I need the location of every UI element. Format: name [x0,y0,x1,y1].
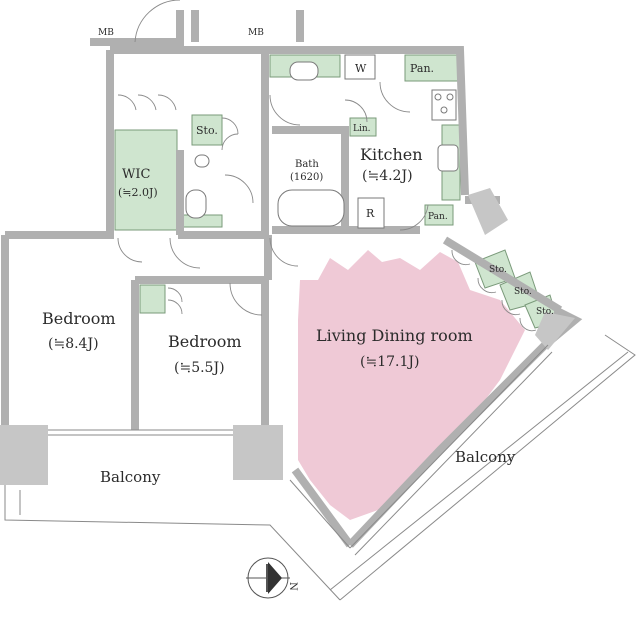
compass-icon: N [246,557,298,599]
bath-size: (1620) [290,172,323,183]
kitchen-label: Kitchen [360,145,423,164]
wall-block-kitchen [468,188,508,235]
wic-size: (≒2.0J) [118,186,158,199]
kitchen-size: (≒4.2J) [362,168,413,184]
balcony-left-label: Balcony [100,468,161,486]
fridge-label: R [366,207,375,220]
door-swings [117,0,537,332]
wall-block-mid [233,425,283,480]
bedroom2-label: Bedroom [168,332,242,351]
bedroom1-size: (≒8.4J) [48,336,99,352]
bedroom2-closet [139,284,166,314]
mb-left-label: MB [98,28,114,38]
hand-basin [194,154,210,168]
linen-label: Lin. [353,124,371,134]
wic-shelving [114,129,178,231]
sto-hall-box [191,114,223,146]
sto-1-label: Sto. [489,265,507,275]
walls [1,10,583,548]
bedroom1-label: Bedroom [42,309,116,328]
toilet [185,189,207,219]
wall-block-corner [535,312,575,350]
bedroom2-size: (≒5.5J) [174,360,225,376]
living-size: (≒17.1J) [360,354,419,370]
wall-block-left [0,425,48,485]
living-label: Living Dining room [316,326,473,345]
pantry-top-label: Pan. [410,62,434,75]
kitchen-sink [437,144,459,172]
bath-label: Bath [295,159,319,170]
fridge-box [357,197,385,229]
mb-right-label: MB [248,28,264,38]
wash-basin [289,61,319,81]
north-label: N [287,582,298,591]
washer-box [344,54,376,80]
sto-hall-label: Sto. [196,124,218,137]
sto-2-label: Sto. [514,287,532,297]
wic-label: WIC [122,167,150,182]
balcony-outlines [4,334,636,601]
sto-3-label: Sto. [536,307,554,317]
balcony-right-label: Balcony [455,448,516,466]
washer-label: W [355,62,367,75]
linen-box [349,117,377,137]
pantry-low-label: Pan. [428,212,448,222]
bathtub [277,189,345,227]
living-dining-highlight [298,250,525,520]
